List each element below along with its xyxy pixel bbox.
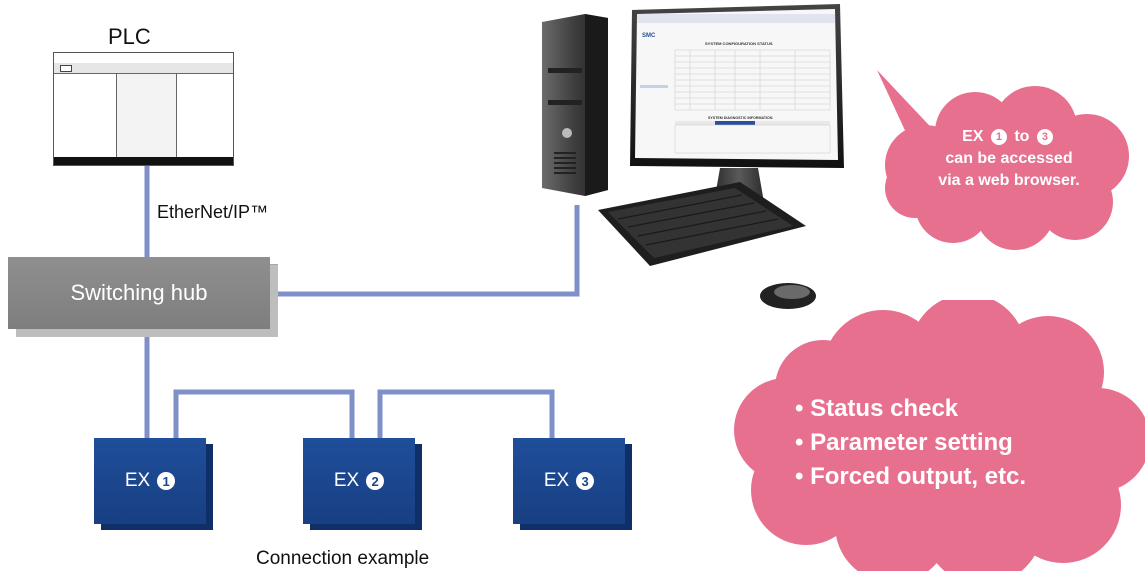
feature-item: • Forced output, etc. bbox=[795, 463, 1027, 490]
ex2-ex3-cable bbox=[377, 389, 555, 438]
speech-bubble-line1: EX 1 to 3 bbox=[878, 126, 1140, 148]
plc-slot-icon bbox=[60, 65, 72, 72]
feature-item: • Parameter setting bbox=[795, 429, 1013, 456]
speech-bubble-line3: via a web browser. bbox=[938, 172, 1080, 189]
ex-device-2: EX 2 bbox=[303, 438, 415, 524]
ex-device-number: 3 bbox=[576, 472, 595, 490]
hub-pc-cable bbox=[278, 205, 580, 297]
features-list: • Status check • Parameter setting • For… bbox=[795, 392, 1026, 494]
diagram-caption: Connection example bbox=[256, 548, 430, 569]
speech-bubble-text: EX 1 to 3 can be accessed via a web brow… bbox=[878, 126, 1140, 192]
screen-brand: SMC bbox=[642, 33, 656, 39]
screen-heading: SYSTEM CONFIGURATION STATUS bbox=[705, 41, 773, 46]
ex-device-1: EX 1 bbox=[94, 438, 206, 524]
number-badge-icon: 3 bbox=[1036, 129, 1053, 145]
ex-device-3: EX 3 bbox=[513, 438, 625, 524]
ex1-ex2-cable bbox=[173, 389, 355, 438]
switching-hub: Switching hub bbox=[8, 257, 270, 329]
plc-device bbox=[53, 52, 234, 166]
ex-device-number: 2 bbox=[366, 472, 385, 490]
ex-device-prefix: EX bbox=[124, 470, 151, 491]
network-label: EtherNet/IP™ bbox=[157, 202, 269, 222]
features-cloud-icon bbox=[734, 300, 1145, 571]
speech-bubble-cloud-icon bbox=[877, 70, 1129, 250]
plc-label: PLC bbox=[108, 24, 151, 49]
feature-item: • Status check bbox=[795, 395, 959, 422]
ex-device-number: 1 bbox=[157, 472, 176, 490]
switching-hub-label: Switching hub bbox=[70, 280, 208, 305]
ex-device-prefix: EX bbox=[543, 470, 570, 491]
number-badge-icon: 1 bbox=[990, 129, 1007, 145]
screen-subheading: SYSTEM DIAGNOSTIC INFORMATION bbox=[708, 116, 773, 120]
desktop-computer-icon: SMC SYSTEM CONFIGURATION STATUS SYSTEM D… bbox=[542, 4, 844, 309]
ex-device-prefix: EX bbox=[333, 470, 360, 491]
speech-bubble-line2: can be accessed bbox=[945, 150, 1073, 167]
